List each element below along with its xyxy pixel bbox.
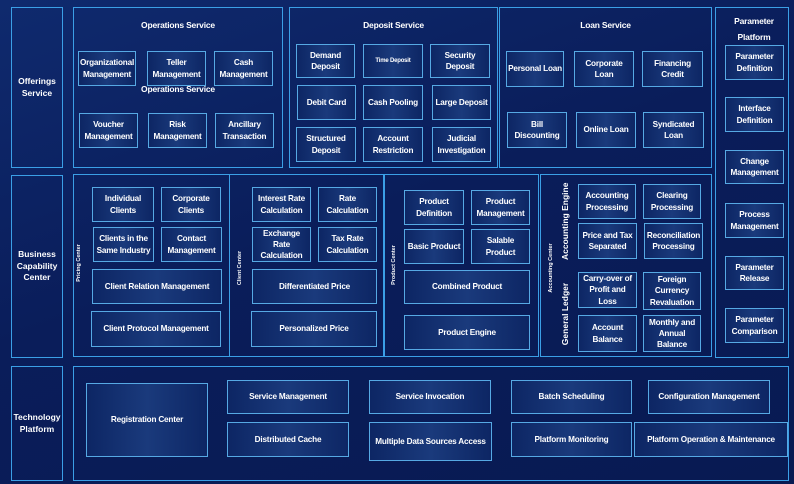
clients-same-industry[interactable]: Clients in the Same Industry — [93, 227, 154, 262]
configuration-management[interactable]: Configuration Management — [648, 380, 770, 414]
accounting-engine-label: Accounting Engine — [560, 182, 570, 260]
structured-deposit[interactable]: Structured Deposit — [296, 127, 356, 162]
client-center-label: Client Center — [237, 250, 243, 286]
online-loan[interactable]: Online Loan — [576, 112, 636, 148]
product-center-panel — [384, 174, 539, 357]
cash-pooling[interactable]: Cash Pooling — [363, 85, 423, 120]
layer-offerings-service: Offerings Service — [11, 7, 63, 168]
teller-management[interactable]: Teller Management — [147, 51, 206, 86]
technology-platform-panel — [73, 366, 789, 481]
reconciliation-processing[interactable]: Reconciliation Processing — [644, 223, 703, 259]
accounting-center-panel — [540, 174, 712, 357]
financing-credit[interactable]: Financing Credit — [642, 51, 703, 87]
change-management[interactable]: Change Management — [725, 150, 784, 184]
account-restriction[interactable]: Account Restriction — [363, 127, 423, 162]
batch-scheduling[interactable]: Batch Scheduling — [511, 380, 632, 414]
layer-business-capability-center: Business Capability Center — [11, 175, 63, 358]
basic-product[interactable]: Basic Product — [404, 229, 464, 264]
large-deposit[interactable]: Large Deposit — [432, 85, 491, 120]
judicial-investigation[interactable]: Judicial Investigation — [432, 127, 491, 162]
price-tax-separated[interactable]: Price and Tax Separated — [578, 223, 637, 259]
monthly-annual-balance[interactable]: Monthly and Annual Balance — [643, 315, 701, 352]
operations-service-title: Operations Service — [141, 20, 215, 30]
demand-deposit[interactable]: Demand Deposit — [296, 44, 355, 78]
layer-label: Offerings Service — [18, 75, 56, 98]
platform-monitoring[interactable]: Platform Monitoring — [511, 422, 632, 457]
product-center-label: Product Center — [391, 245, 397, 285]
deposit-service-panel — [289, 7, 498, 168]
personal-loan[interactable]: Personal Loan — [506, 51, 564, 87]
corporate-loan[interactable]: Corporate Loan — [574, 51, 634, 87]
loan-service-panel — [499, 7, 712, 168]
general-ledger-label: General Ledger — [560, 282, 570, 346]
accounting-processing[interactable]: Accounting Processing — [578, 184, 636, 219]
loan-service-title: Loan Service — [580, 20, 631, 30]
individual-clients[interactable]: Individual Clients — [92, 187, 154, 222]
combined-product[interactable]: Combined Product — [404, 270, 530, 304]
operations-service-panel — [73, 7, 283, 168]
parameter-platform-panel — [715, 7, 789, 358]
personalized-price[interactable]: Personalized Price — [251, 311, 377, 347]
service-management[interactable]: Service Management — [227, 380, 349, 414]
client-relation-management[interactable]: Client Relation Management — [92, 269, 222, 304]
service-invocation[interactable]: Service Invocation — [369, 380, 491, 414]
clearing-processing[interactable]: Clearing Processing — [643, 184, 701, 219]
security-deposit[interactable]: Security Deposit — [430, 44, 490, 78]
product-engine[interactable]: Product Engine — [404, 315, 530, 350]
process-management[interactable]: Process Management — [725, 203, 784, 238]
operations-service-subtitle: Operations Service — [141, 84, 215, 94]
product-definition[interactable]: Product Definition — [404, 190, 464, 225]
foreign-currency-revaluation[interactable]: Foreign Currency Revaluation — [643, 272, 701, 310]
parameter-definition[interactable]: Parameter Definition — [725, 45, 784, 80]
multiple-data-sources-access[interactable]: Multiple Data Sources Access — [369, 422, 492, 461]
differentiated-price[interactable]: Differentiated Price — [252, 269, 377, 304]
parameter-platform-title: Parameter Platform — [734, 16, 774, 42]
layer-label: Business Capability Center — [16, 248, 58, 283]
risk-management[interactable]: Risk Management — [148, 113, 207, 148]
time-deposit[interactable]: Time Deposit — [363, 44, 423, 78]
salable-product[interactable]: Salable Product — [471, 229, 530, 264]
carry-over-profit-loss[interactable]: Carry-over of Profit and Loss — [578, 272, 637, 308]
organizational-management[interactable]: Organizational Management — [78, 51, 136, 86]
deposit-service-title: Deposit Service — [363, 20, 424, 30]
interest-rate-calculation[interactable]: Interest Rate Calculation — [252, 187, 311, 222]
interface-definition[interactable]: Interface Definition — [725, 97, 784, 132]
voucher-management[interactable]: Voucher Management — [79, 113, 138, 148]
layer-technology-platform: Technology Platform — [11, 366, 63, 481]
pricing-section-panel — [229, 174, 384, 357]
account-balance[interactable]: Account Balance — [578, 315, 637, 352]
syndicated-loan[interactable]: Syndicated Loan — [643, 112, 704, 148]
rate-calculation[interactable]: Rate Calculation — [318, 187, 377, 222]
contact-management[interactable]: Contact Management — [161, 227, 222, 262]
layer-label: Technology Platform — [13, 411, 61, 434]
ancillary-transaction[interactable]: Ancillary Transaction — [215, 113, 274, 148]
accounting-center-label: Accounting Center — [548, 243, 554, 293]
distributed-cache[interactable]: Distributed Cache — [227, 422, 349, 457]
debit-card[interactable]: Debit Card — [297, 85, 356, 120]
registration-center[interactable]: Registration Center — [86, 383, 208, 457]
exchange-rate-calculation[interactable]: Exchange Rate Calculation — [252, 227, 311, 262]
parameter-release[interactable]: Parameter Release — [725, 256, 784, 290]
bill-discounting[interactable]: Bill Discounting — [507, 112, 567, 148]
parameter-comparison[interactable]: Parameter Comparison — [725, 308, 784, 343]
pricing-center-label: Pricing Center — [76, 244, 82, 282]
platform-operation-maintenance[interactable]: Platform Operation & Maintenance — [634, 422, 788, 457]
corporate-clients[interactable]: Corporate Clients — [161, 187, 221, 222]
cash-management[interactable]: Cash Management — [214, 51, 273, 86]
product-management[interactable]: Product Management — [471, 190, 530, 225]
client-protocol-management[interactable]: Client Protocol Management — [91, 311, 221, 347]
tax-rate-calculation[interactable]: Tax Rate Calculation — [318, 227, 377, 262]
